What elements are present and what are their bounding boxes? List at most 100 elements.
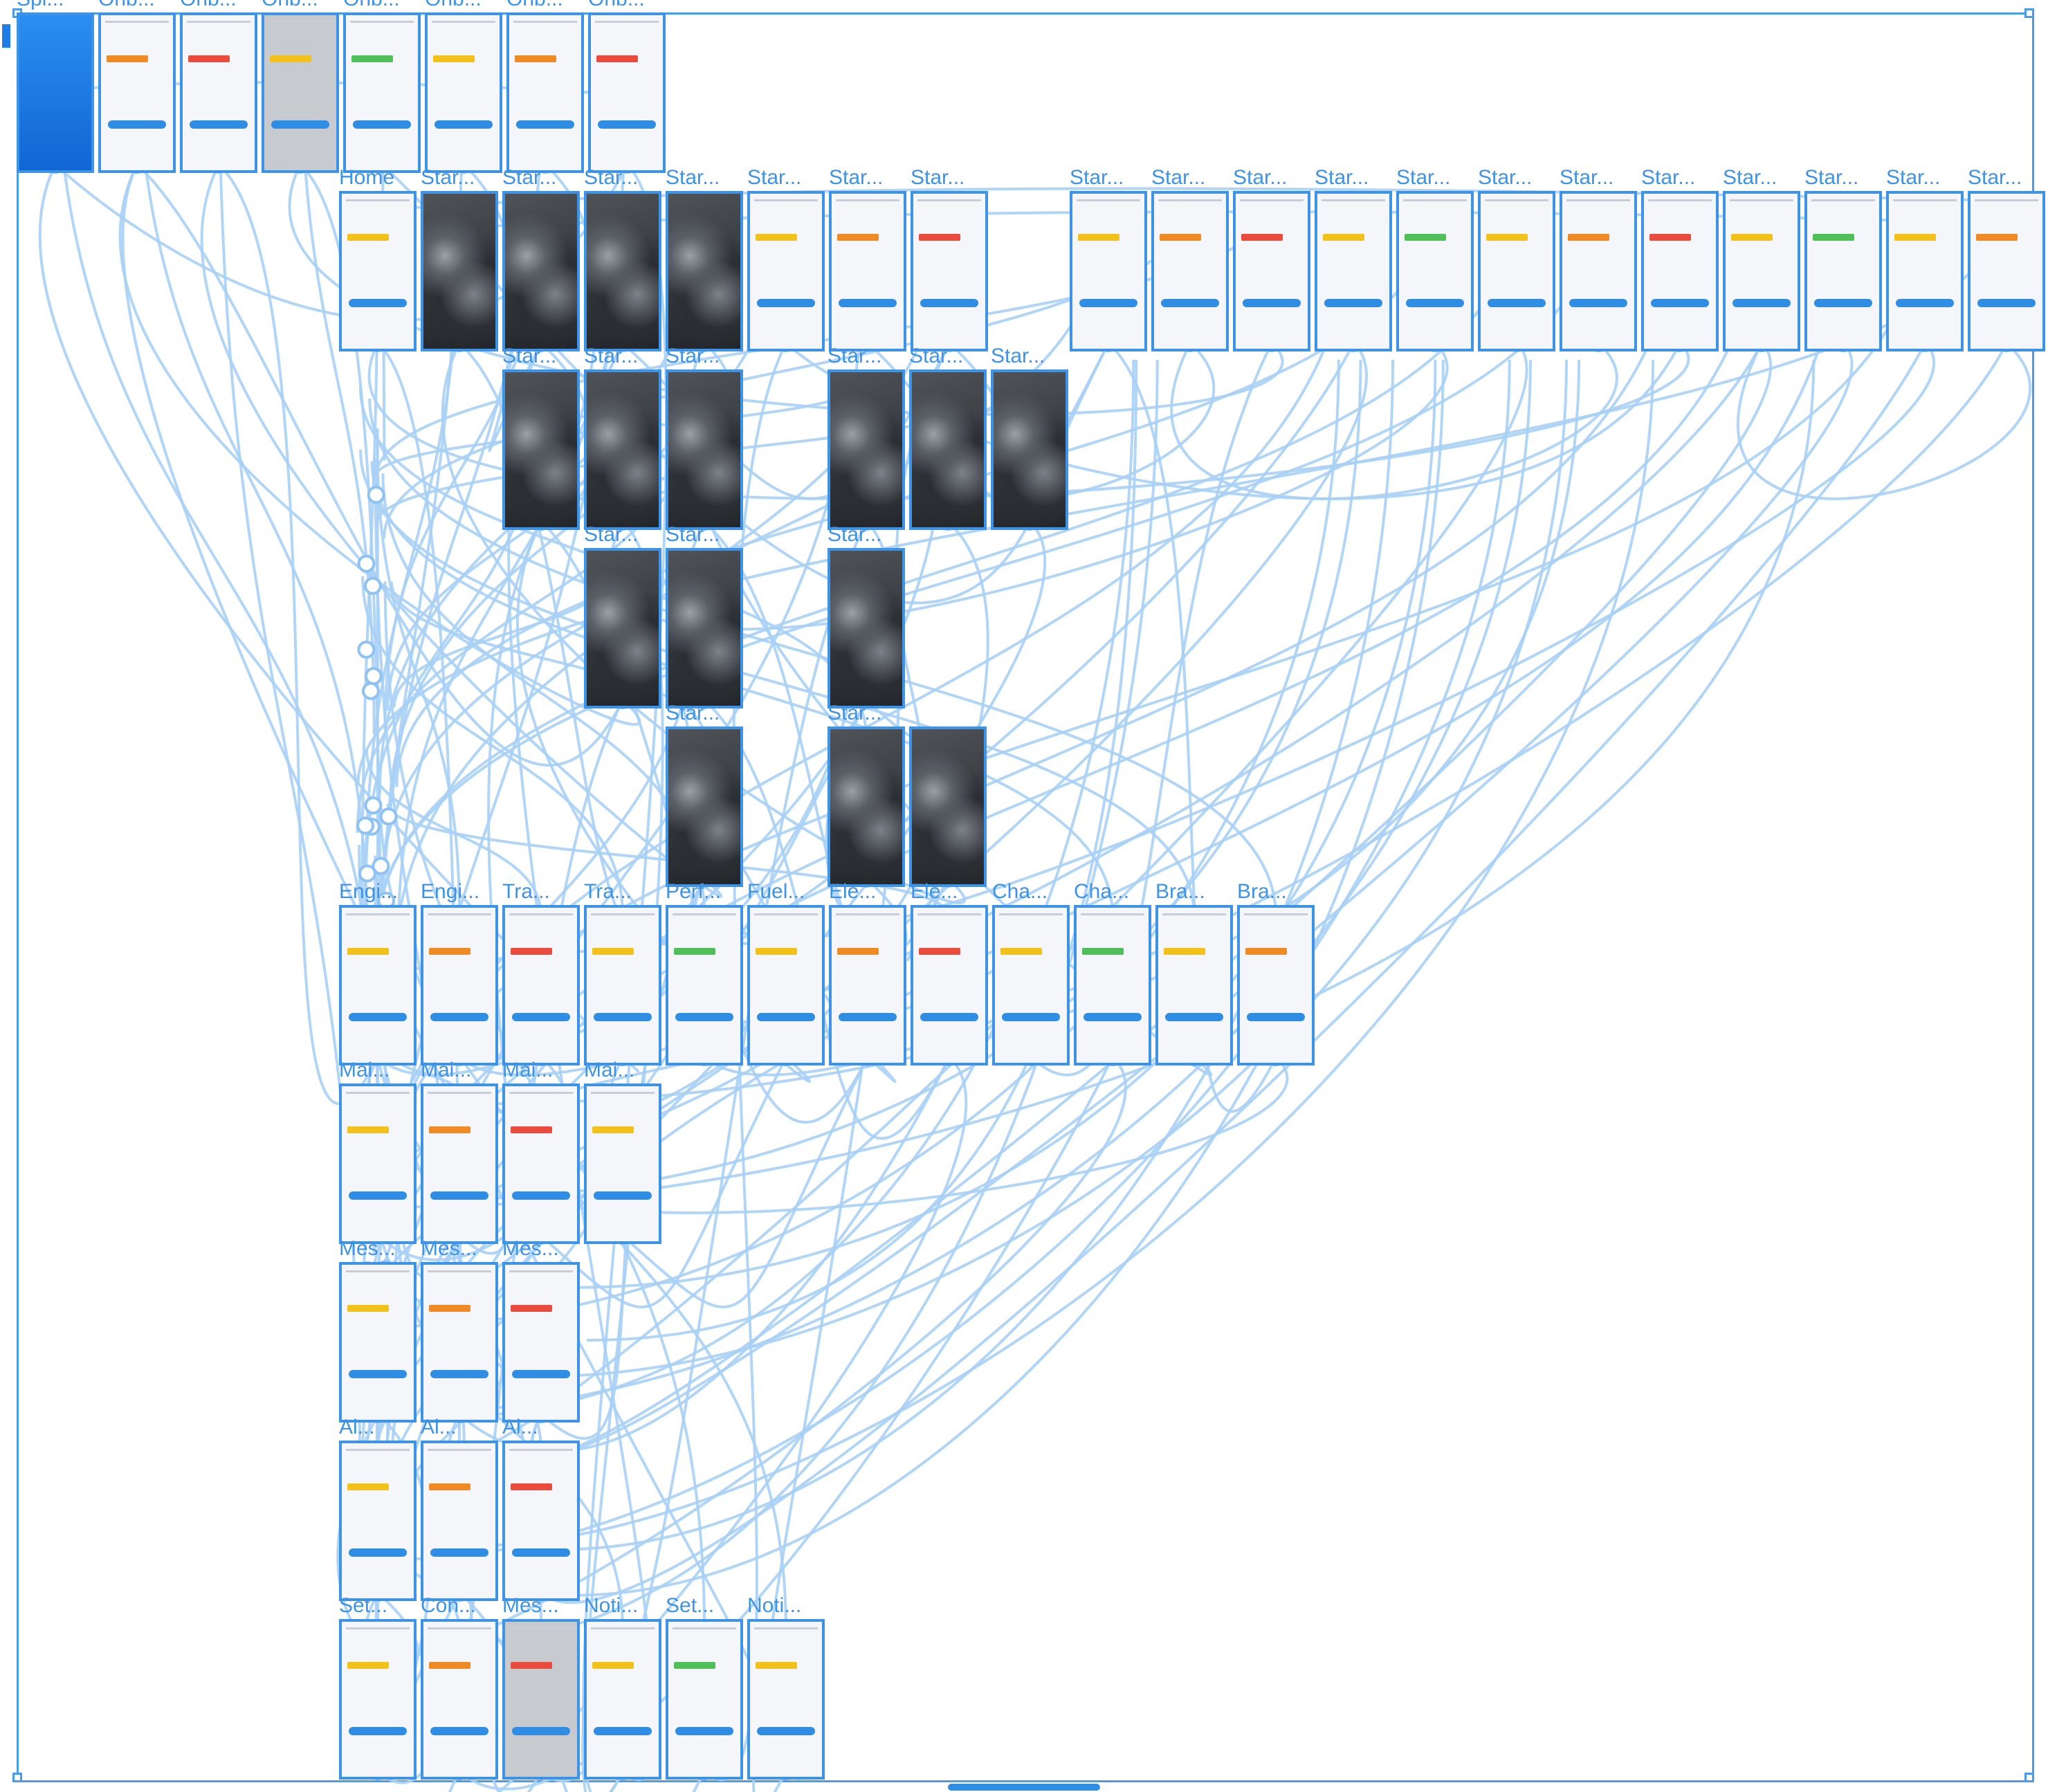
artboard-row4-1[interactable] [828,726,905,887]
artboard-row9-5[interactable] [747,1619,825,1780]
artboard-row4-0[interactable] [666,726,743,887]
artboard-row1-1[interactable] [421,191,498,351]
artboard-row5-7[interactable] [911,905,988,1066]
primary-button [512,1370,570,1378]
artboard-row7-2[interactable] [502,1262,580,1423]
artboard-row8-0[interactable] [339,1441,417,1601]
artboard-row1-6[interactable] [829,191,906,351]
status-bar [346,913,410,915]
artboard-row9-1[interactable] [421,1619,498,1780]
artboard-row1-right-0[interactable] [1070,191,1147,351]
primary-button [1406,299,1464,307]
artboard-frame[interactable] [17,12,2034,1782]
resize-handle-bottom-left[interactable] [12,1773,22,1782]
primary-button [757,1013,815,1021]
artboard-top-2[interactable] [180,12,257,173]
artboard-label: Star... [828,523,882,546]
artboard-row2-5[interactable] [991,369,1068,530]
artboard-row2-1[interactable] [584,369,661,530]
artboard-row7-1[interactable] [421,1262,498,1423]
artboard-row3-0[interactable] [584,548,661,708]
selection-tab[interactable] [0,22,12,50]
artboard-row1-right-1[interactable] [1151,191,1229,351]
artboard-row9-2[interactable] [502,1619,580,1780]
artboard-row6-0[interactable] [339,1084,417,1244]
artboard-top-5[interactable] [425,12,502,173]
status-bar [428,1270,491,1272]
artboard-row1-right-10[interactable] [1886,191,1964,351]
artboard-row3-2[interactable] [828,548,905,708]
artboard-row6-3[interactable] [584,1084,661,1244]
artboard-row5-5[interactable] [747,905,825,1066]
artboard-row1-3[interactable] [584,191,661,351]
artboard-row1-right-9[interactable] [1804,191,1882,351]
photo-thumbnail [587,194,659,349]
resize-handle-bottom-right[interactable] [2024,1773,2034,1782]
artboard-row2-3[interactable] [828,369,905,530]
artboard-row1-right-11[interactable] [1968,191,2045,351]
artboard-row5-2[interactable] [502,905,580,1066]
artboard-row2-4[interactable] [909,369,987,530]
artboard-row1-7[interactable] [911,191,988,351]
status-meter [515,55,556,62]
artboard-top-4[interactable] [343,12,421,173]
artboard-label: Star... [421,166,475,189]
artboard-row2-2[interactable] [666,369,743,530]
artboard-label: Onb... [506,0,563,10]
artboard-row8-2[interactable] [502,1441,580,1601]
status-meter [756,948,797,955]
status-meter [347,234,389,241]
artboard-label: Bra... [1155,880,1205,903]
artboard-label: Bra... [1237,880,1287,903]
artboard-label: Al... [502,1416,538,1438]
resize-handle-top-right[interactable] [2024,8,2034,18]
artboard-row5-3[interactable] [584,905,661,1066]
artboard-top-0[interactable] [17,12,94,173]
artboard-row1-right-7[interactable] [1641,191,1719,351]
photo-thumbnail [505,372,577,527]
status-meter [188,55,230,62]
status-meter [592,1126,634,1133]
artboard-row3-1[interactable] [666,548,743,708]
artboard-row6-1[interactable] [421,1084,498,1244]
artboard-row1-5[interactable] [747,191,825,351]
status-meter [592,1662,634,1669]
artboard-row5-11[interactable] [1237,905,1315,1066]
artboard-row1-right-5[interactable] [1478,191,1555,351]
artboard-row5-6[interactable] [829,905,906,1066]
artboard-row5-0[interactable] [339,905,417,1066]
artboard-top-1[interactable] [98,12,176,173]
artboard-row1-2[interactable] [502,191,580,351]
artboard-row5-10[interactable] [1155,905,1233,1066]
primary-button [1161,299,1219,307]
artboard-row5-1[interactable] [421,905,498,1066]
artboard-row1-right-6[interactable] [1560,191,1637,351]
artboard-top-3[interactable] [262,12,339,173]
artboard-row1-right-3[interactable] [1315,191,1392,351]
status-bar [673,1627,736,1629]
artboard-row5-8[interactable] [992,905,1070,1066]
artboard-row1-right-2[interactable] [1233,191,1310,351]
artboard-row4-2[interactable] [909,726,987,887]
artboard-label: Star... [829,166,884,189]
artboard-row1-right-8[interactable] [1723,191,1800,351]
artboard-row5-4[interactable] [666,905,743,1066]
artboard-row7-0[interactable] [339,1262,417,1423]
artboard-row1-0[interactable] [339,191,417,351]
status-bar [346,1627,410,1629]
artboard-row1-4[interactable] [666,191,743,351]
status-meter [837,948,879,955]
artboard-row9-0[interactable] [339,1619,417,1780]
artboard-row9-3[interactable] [584,1619,661,1780]
artboard-row9-4[interactable] [666,1619,743,1780]
artboard-row1-right-4[interactable] [1396,191,1474,351]
artboard-top-7[interactable] [588,12,666,173]
artboard-row6-2[interactable] [502,1084,580,1244]
artboard-row8-1[interactable] [421,1441,498,1601]
horizontal-scrollbar[interactable] [948,1784,1100,1791]
artboard-row5-9[interactable] [1074,905,1151,1066]
primary-button [108,120,166,129]
artboard-row2-0[interactable] [502,369,580,530]
artboard-top-6[interactable] [506,12,584,173]
